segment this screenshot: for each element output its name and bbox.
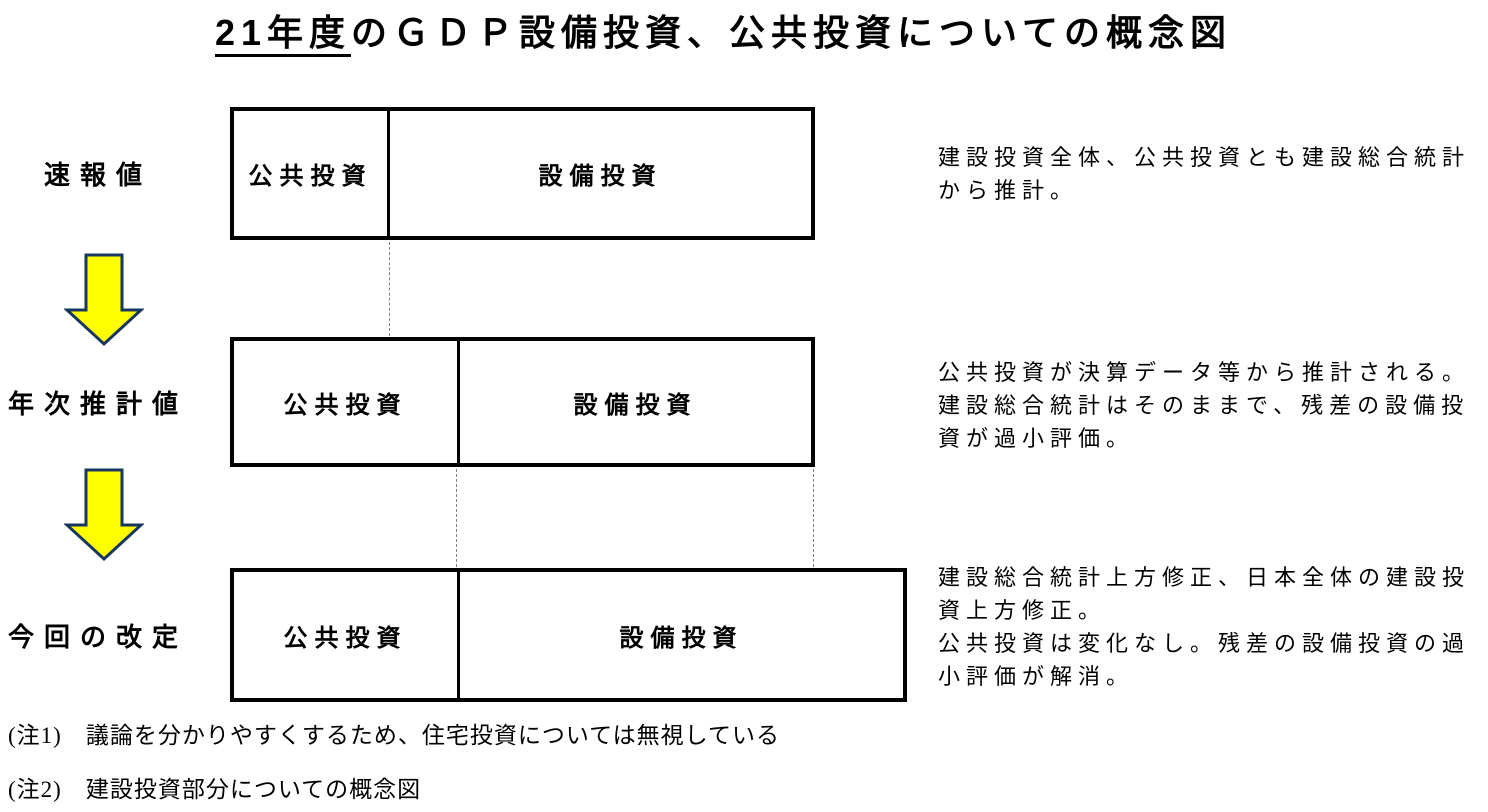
footnote-2: (注2) 建設投資部分についての概念図 [8,777,422,802]
public-investment-cell: 公共投資 [234,341,460,463]
title-rest: のＧＤＰ設備投資、公共投資についての概念図 [351,12,1232,53]
bar-annual-estimate: 公共投資 設備投資 [230,337,815,467]
dashed-connector-2 [456,469,457,567]
footnote-1: (注1) 議論を分かりやすくするため、住宅投資については無視している [8,723,780,748]
stage-label-preliminary: 速報値 [43,160,152,190]
equipment-investment-cell: 設備投資 [573,391,698,419]
equipment-investment-cell: 設備投資 [619,624,744,652]
page-title: 21年度のＧＤＰ設備投資、公共投資についての概念図 [215,4,1232,57]
bar-preliminary: 公共投資 設備投資 [230,107,815,240]
down-arrow-icon [64,468,144,562]
down-arrow-icon [64,253,144,347]
stage-label-current-revision: 今回の改定 [7,621,188,652]
dashed-connector-3 [813,469,814,567]
title-underlined-part: 21年度 [215,12,352,57]
bar-current-revision: 公共投資 設備投資 [230,568,907,702]
public-investment-cell: 公共投資 [234,111,390,236]
description-current-revision: 建設総合統計上方修正、日本全体の建設投 資上方修正。 公共投資は変化なし。残差の… [938,565,1471,689]
down-arrow-shape [64,253,144,347]
equipment-investment-cell: 設備投資 [538,163,663,190]
description-annual-estimate: 公共投資が決算データ等から推計される。 建設総合統計はそのままで、残差の設備投 … [938,360,1471,451]
down-arrow-shape [64,468,144,562]
stage-label-annual-estimate: 年次推計値 [7,388,188,419]
description-preliminary: 建設投資全体、公共投資とも建設総合統計 から推計。 [938,145,1471,203]
public-investment-cell: 公共投資 [234,572,460,698]
dashed-connector-1 [389,242,390,336]
